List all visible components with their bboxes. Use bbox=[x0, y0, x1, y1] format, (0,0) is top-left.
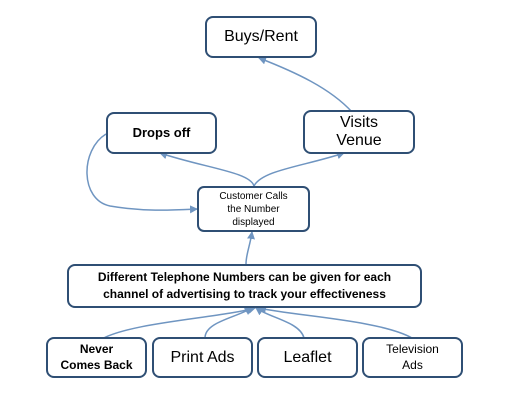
print-ads-box: Print Ads bbox=[152, 337, 253, 378]
connector-visits-to-buys bbox=[258, 56, 353, 113]
connector-dropsoff-to-calls bbox=[86, 133, 198, 214]
customer-calls-box: Customer Calls the Number displayed bbox=[197, 186, 310, 232]
connector-calls-to-dropsoff bbox=[159, 151, 255, 187]
connector-leaflet-to-phone bbox=[255, 307, 305, 339]
leaflet-box: Leaflet bbox=[257, 337, 358, 378]
buys-rent-box: Buys/Rent bbox=[205, 16, 317, 58]
visits-venue-box: Visits Venue bbox=[303, 110, 415, 154]
connector-calls-to-visits bbox=[253, 151, 345, 187]
connector-print-to-phone bbox=[204, 307, 253, 339]
connector-phone-to-calls bbox=[245, 231, 255, 265]
telephone-numbers-box: Different Telephone Numbers can be given… bbox=[67, 264, 422, 308]
television-ads-box: Television Ads bbox=[362, 337, 463, 378]
drops-off-box: Drops off bbox=[106, 112, 217, 154]
never-comes-back-box: Never Comes Back bbox=[46, 337, 147, 378]
connector-never-to-phone bbox=[99, 306, 256, 341]
connector-tv-to-phone bbox=[258, 305, 413, 339]
